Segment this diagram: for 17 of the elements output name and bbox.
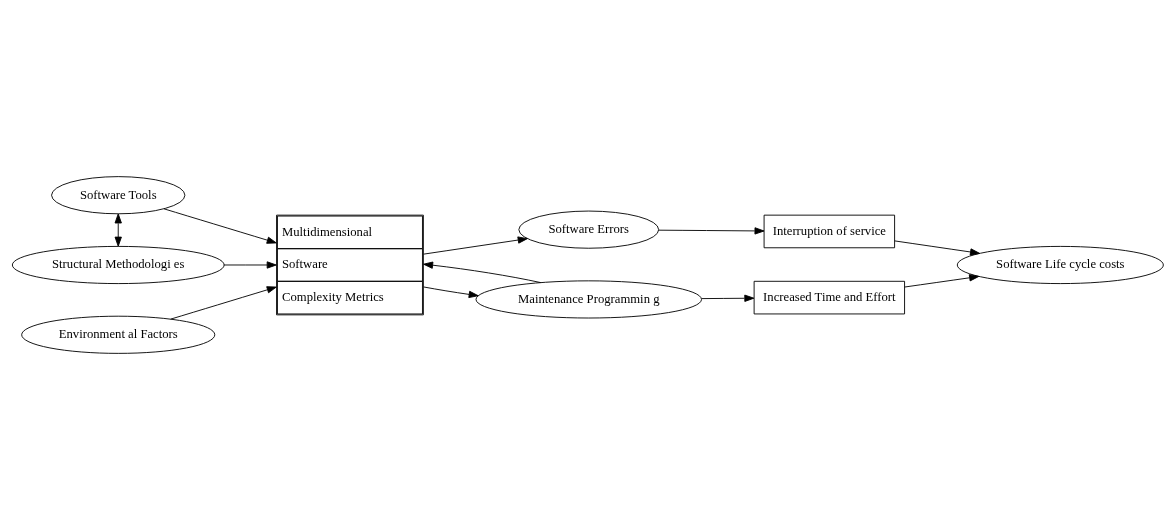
arrow: [170, 285, 277, 320]
node-box: Increased Time and Effort: [753, 280, 906, 314]
arrow: [658, 226, 765, 235]
node-box: Interruption of service: [763, 214, 896, 248]
arrow: [423, 286, 479, 298]
node-ellipse: Maintenance Programmin g: [475, 279, 702, 318]
arrow: [423, 261, 542, 283]
arrow: [163, 207, 277, 244]
node-ellipse: Structural Methodologi es: [11, 245, 225, 284]
arrow: [904, 273, 980, 287]
node-ellipse: Software Tools: [51, 175, 186, 214]
arrow: [701, 294, 755, 302]
arrow: [423, 235, 528, 255]
arrow: [894, 239, 980, 256]
arrow: [114, 212, 122, 247]
arrow: [223, 260, 277, 269]
node-ellipse: Environment al Factors: [21, 315, 216, 354]
